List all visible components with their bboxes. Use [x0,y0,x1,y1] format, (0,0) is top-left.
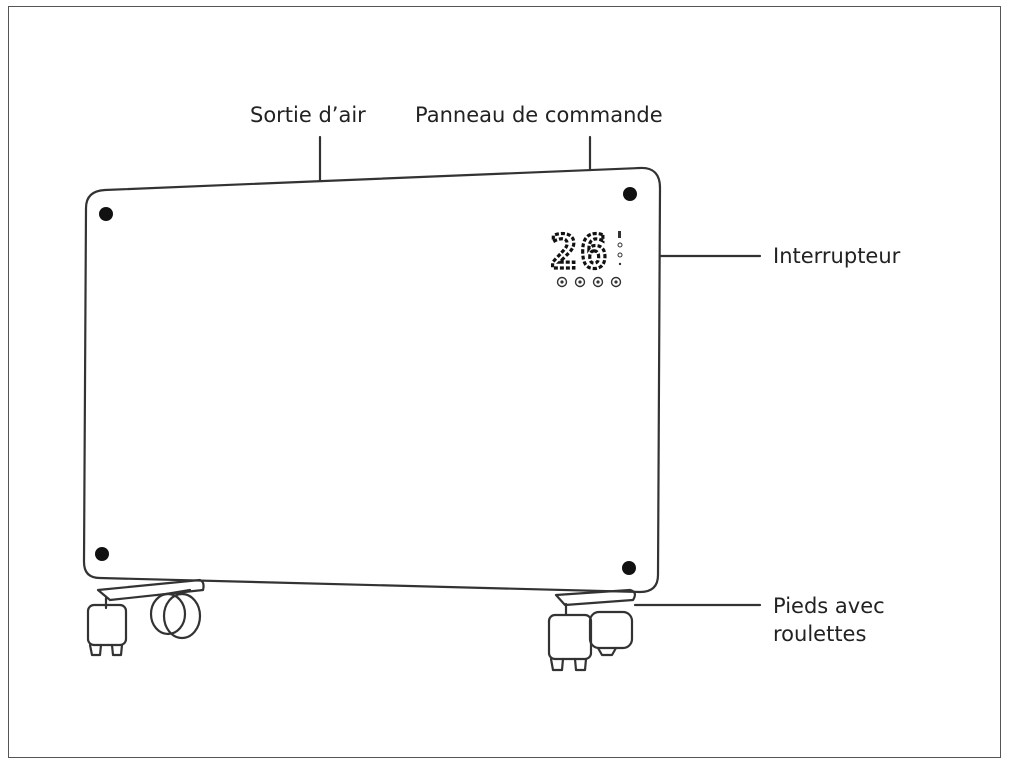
temperature-display: 26 [550,225,609,279]
label-feet-line2: roulettes [773,622,867,646]
label-feet-wheels: Pieds avec roulettes [773,592,933,648]
control-buttons [556,276,622,288]
button-icon-1 [556,276,568,288]
button-icon-3 [592,276,604,288]
label-control-panel: Panneau de commande [415,103,663,127]
button-icon-2 [574,276,586,288]
screw-bottom-right [622,561,636,575]
screw-bottom-left [95,547,109,561]
label-switch: Interrupteur [773,244,901,268]
diagram-frame [8,6,1001,758]
label-feet-line1: Pieds avec [773,594,885,618]
right-foot-wheels [547,588,637,672]
screw-top-left [99,207,113,221]
button-icon-4 [610,276,622,288]
mounting-screws [95,187,637,575]
screw-top-right [623,187,637,201]
label-air-outlet: Sortie d’air [250,103,366,127]
heater-panel [82,166,662,594]
left-foot-wheels [86,578,205,657]
